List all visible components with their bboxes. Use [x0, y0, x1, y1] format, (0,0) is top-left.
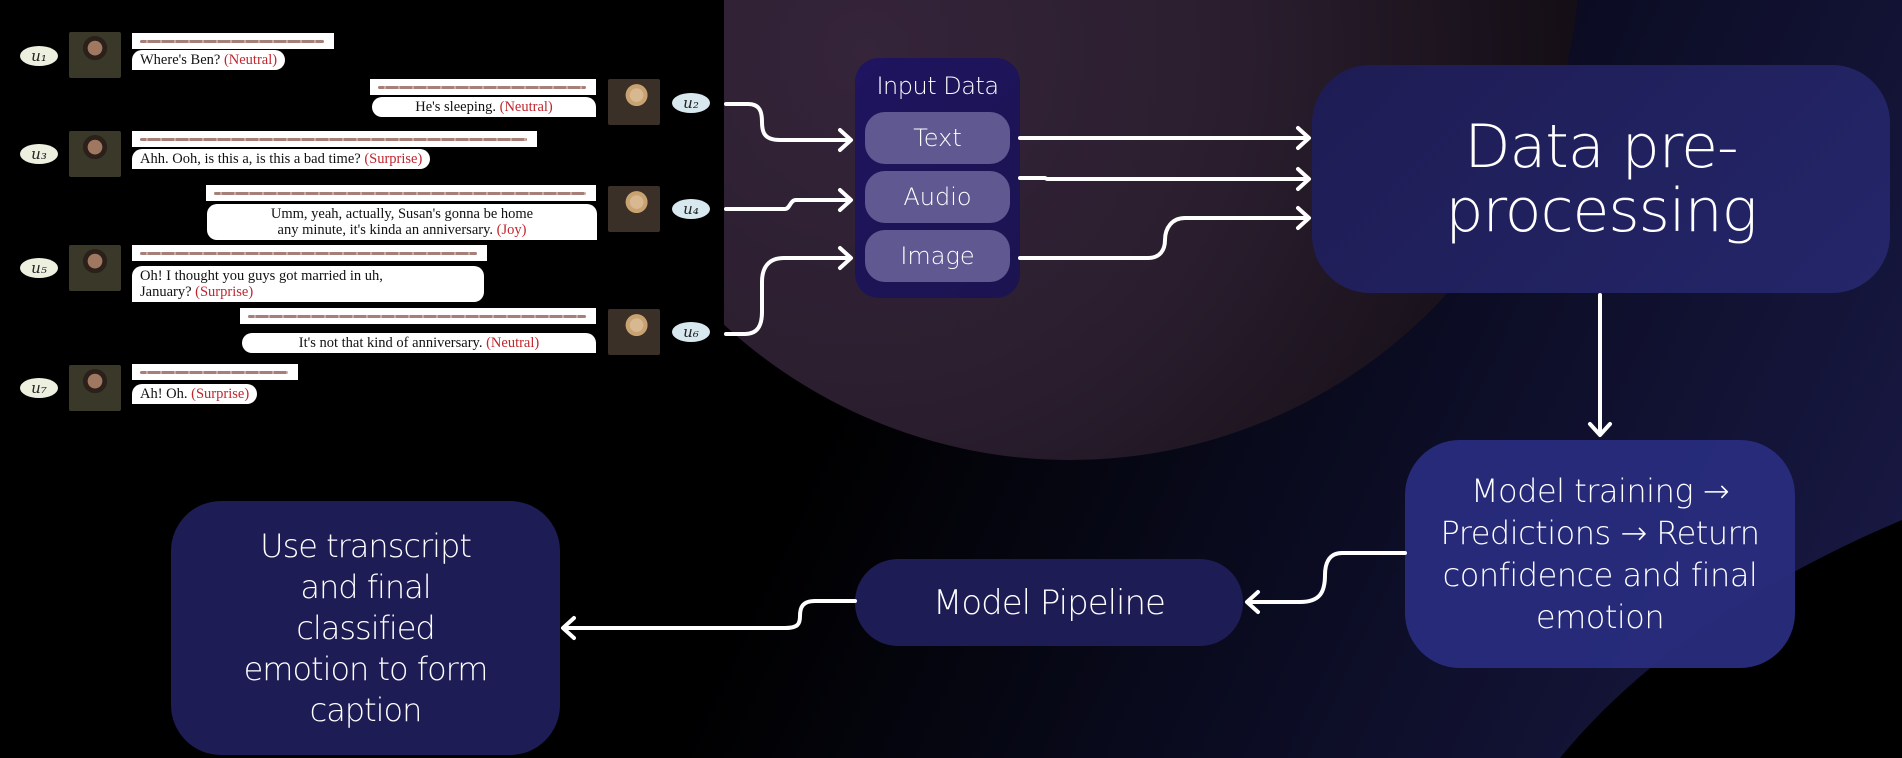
caption-step-box: Use transcript and final classified emot… [171, 501, 560, 755]
utterance-bubble-u7: Ah! Oh. (Surprise) [132, 384, 258, 404]
speaker-face-image [608, 309, 660, 355]
utterance-bubble-u5: Oh! I thought you guys got married in uh… [132, 266, 484, 302]
emotion-label: (Surprise) [195, 284, 254, 300]
utterance-text-line1: Umm, yeah, actually, Susan's gonna be ho… [270, 206, 534, 222]
caption-step-line1: Use transcript [260, 526, 472, 565]
utterance-text: Ah! Oh. [140, 386, 188, 402]
speaker-face-image [608, 186, 660, 232]
preprocessing-line1: Data pre- [1464, 112, 1738, 182]
emotion-label: (Joy) [496, 222, 527, 238]
model-training-line2: Predictions → Return [1440, 514, 1760, 552]
model-training-box: Model training → Predictions → Return co… [1405, 440, 1795, 668]
speaker-face-image [69, 131, 121, 177]
audio-waveform [132, 131, 537, 147]
audio-waveform [240, 308, 596, 324]
audio-waveform [132, 364, 298, 380]
utterance-bubble-u6: It's not that kind of anniversary. (Neut… [242, 333, 596, 353]
speaker-face-image [69, 365, 121, 411]
speaker-face-image [69, 32, 121, 78]
emotion-label: (Neutral) [486, 335, 540, 351]
arrow-preprocessing-to-training [1588, 293, 1612, 437]
input-chip-text: Text [865, 112, 1010, 164]
model-training-line4: emotion [1535, 598, 1665, 636]
arrow-image-to-preprocessing [1018, 206, 1311, 260]
model-training-line3: confidence and final [1442, 556, 1758, 594]
arrow-pipeline-to-caption [561, 599, 857, 640]
audio-waveform [132, 245, 487, 261]
arrow-u4-to-audio [724, 188, 853, 212]
caption-step-line4: emotion to form [243, 649, 489, 688]
input-chip-audio: Audio [865, 171, 1010, 223]
input-data-title: Input Data [876, 72, 999, 100]
caption-step-line3: classified [296, 608, 435, 647]
utterance-label-u2: u₂ [672, 93, 710, 113]
model-pipeline-box: Model Pipeline [855, 559, 1243, 646]
arrow-u2-to-text [724, 102, 853, 152]
audio-waveform [132, 33, 334, 49]
emotion-label: (Neutral) [499, 99, 553, 115]
utterance-text: January? [140, 284, 192, 300]
utterance-bubble-u3: Ahh. Ooh, is this a, is this a bad time?… [132, 149, 431, 169]
utterance-label-u3: u₃ [20, 144, 58, 164]
emotion-label: (Neutral) [223, 52, 278, 68]
caption-step-line2: and final [300, 567, 431, 606]
transcript-panel: u₁ Where's Ben? (Neutral) He's sleeping.… [0, 0, 724, 418]
utterance-label-u7: u₇ [20, 378, 58, 398]
utterance-text: Ahh. Ooh, is this a, is this a bad time? [140, 151, 361, 167]
arrow-u6-to-image [724, 246, 853, 336]
arrow-audio-to-preprocessing [1018, 167, 1311, 191]
arrow-training-to-pipeline [1245, 551, 1407, 614]
utterance-text: It's not that kind of anniversary. [298, 335, 483, 351]
speaker-face-image [608, 79, 660, 125]
emotion-label: (Surprise) [191, 386, 250, 402]
utterance-text: Where's Ben? [140, 52, 221, 68]
preprocessing-line2: processing [1445, 176, 1757, 246]
input-chip-image: Image [865, 230, 1010, 282]
arrow-text-to-preprocessing [1018, 126, 1311, 150]
audio-waveform [206, 185, 596, 201]
utterance-bubble-u1: Where's Ben? (Neutral) [132, 50, 286, 70]
utterance-bubble-u2: He's sleeping. (Neutral) [372, 97, 596, 117]
preprocessing-box: Data pre- processing [1312, 65, 1890, 293]
input-data-box: Input Data Text Audio Image [855, 58, 1020, 298]
utterance-bubble-u4: Umm, yeah, actually, Susan's gonna be ho… [207, 204, 597, 240]
utterance-label-u4: u₄ [672, 199, 710, 219]
audio-waveform [370, 79, 596, 95]
model-pipeline-label: Model Pipeline [933, 582, 1166, 623]
utterance-label-u1: u₁ [20, 46, 58, 66]
utterance-text: He's sleeping. [415, 99, 496, 115]
utterance-text: any minute, it's kinda an anniversary. [277, 222, 494, 238]
utterance-label-u5: u₅ [20, 258, 58, 278]
model-training-line1: Model training → [1470, 472, 1730, 510]
speaker-face-image [69, 245, 121, 291]
caption-step-line5: caption [309, 690, 423, 729]
emotion-label: (Surprise) [364, 151, 423, 167]
utterance-text-line1: Oh! I thought you guys got married in uh… [140, 268, 383, 284]
utterance-label-u6: u₆ [672, 322, 710, 342]
